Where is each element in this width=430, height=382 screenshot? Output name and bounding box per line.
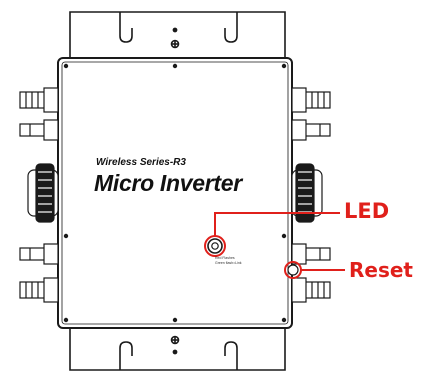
led-callout-label: LED bbox=[344, 199, 390, 223]
mounting-slot-icon bbox=[224, 12, 238, 43]
dc-connector-icon bbox=[291, 119, 331, 141]
top-mounting-bracket bbox=[69, 11, 286, 59]
dc-connector-icon bbox=[19, 243, 59, 265]
dc-connector-icon bbox=[19, 277, 59, 303]
dc-connector-icon bbox=[291, 243, 331, 265]
ac-cable-gland-icon bbox=[27, 163, 59, 223]
body-screws bbox=[63, 63, 287, 323]
ground-symbol-icon bbox=[170, 39, 180, 49]
dc-connector-icon bbox=[291, 87, 331, 113]
inverter-body bbox=[57, 57, 293, 329]
reset-button-icon bbox=[287, 264, 299, 276]
mounting-slot-icon bbox=[119, 12, 133, 43]
mounting-slot-icon bbox=[224, 341, 238, 370]
left-connectors bbox=[19, 87, 59, 303]
led-legend-line-1: Red Flashes bbox=[215, 256, 235, 260]
dc-connector-icon bbox=[19, 119, 59, 141]
dc-connector-icon bbox=[19, 87, 59, 113]
led-callout-line bbox=[204, 212, 340, 257]
reset-callout-label: Reset bbox=[349, 258, 413, 282]
product-label: Micro Inverter bbox=[94, 170, 242, 196]
led-legend-line-2: Green flash=Link bbox=[215, 261, 242, 265]
ac-cable-gland-icon bbox=[291, 163, 323, 223]
ground-symbol-icon bbox=[170, 335, 180, 345]
led-indicator-icon bbox=[207, 238, 223, 254]
reset-callout-line bbox=[284, 261, 345, 279]
dc-connector-icon bbox=[291, 277, 331, 303]
series-label: Wireless Series-R3 bbox=[96, 157, 186, 168]
mounting-slot-icon bbox=[119, 341, 133, 370]
right-connectors bbox=[291, 87, 331, 303]
